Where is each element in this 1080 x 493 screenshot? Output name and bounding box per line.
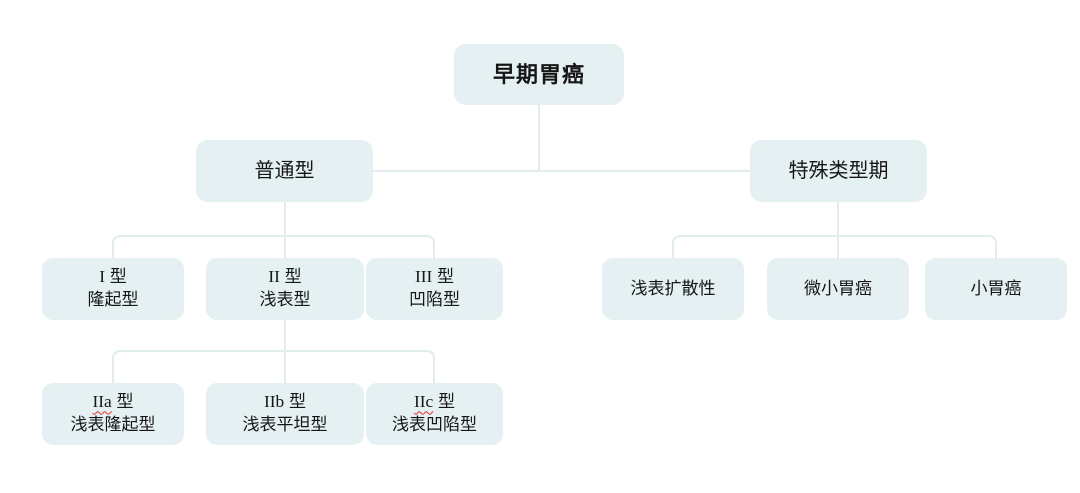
node-type-2a-line2: 浅表隆起型 [70,415,156,435]
node-type-1-line2: 隆起型 [87,290,139,310]
connector-common-bus [112,235,435,258]
node-type-2-line2: 浅表型 [259,290,311,310]
node-special-type-label: 特殊类型期 [788,159,889,182]
node-superficial-spreading-label: 浅表扩散性 [630,278,716,298]
node-common-type: 普通型 [196,140,373,202]
node-superficial-spreading: 浅表扩散性 [602,258,744,320]
node-type-2c-line2: 浅表凹陷型 [392,415,477,435]
node-type-3-line2: 凹陷型 [409,290,460,310]
node-small-gastric-cancer: 小胃癌 [925,258,1067,320]
node-micro-gastric-cancer-label: 微小胃癌 [804,278,872,298]
node-special-type: 特殊类型期 [750,140,927,202]
node-common-type-label: 普通型 [254,159,315,182]
node-type-2b-line2: 浅表平坦型 [242,415,328,435]
node-micro-gastric-cancer: 微小胃癌 [767,258,909,320]
node-root-label: 早期胃癌 [492,61,585,87]
connector-special-bus [672,235,997,258]
node-early-gastric-cancer: 早期胃癌 [454,44,624,105]
node-small-gastric-cancer-label: 小胃癌 [970,278,1022,298]
connector-type2-bus [112,350,435,383]
